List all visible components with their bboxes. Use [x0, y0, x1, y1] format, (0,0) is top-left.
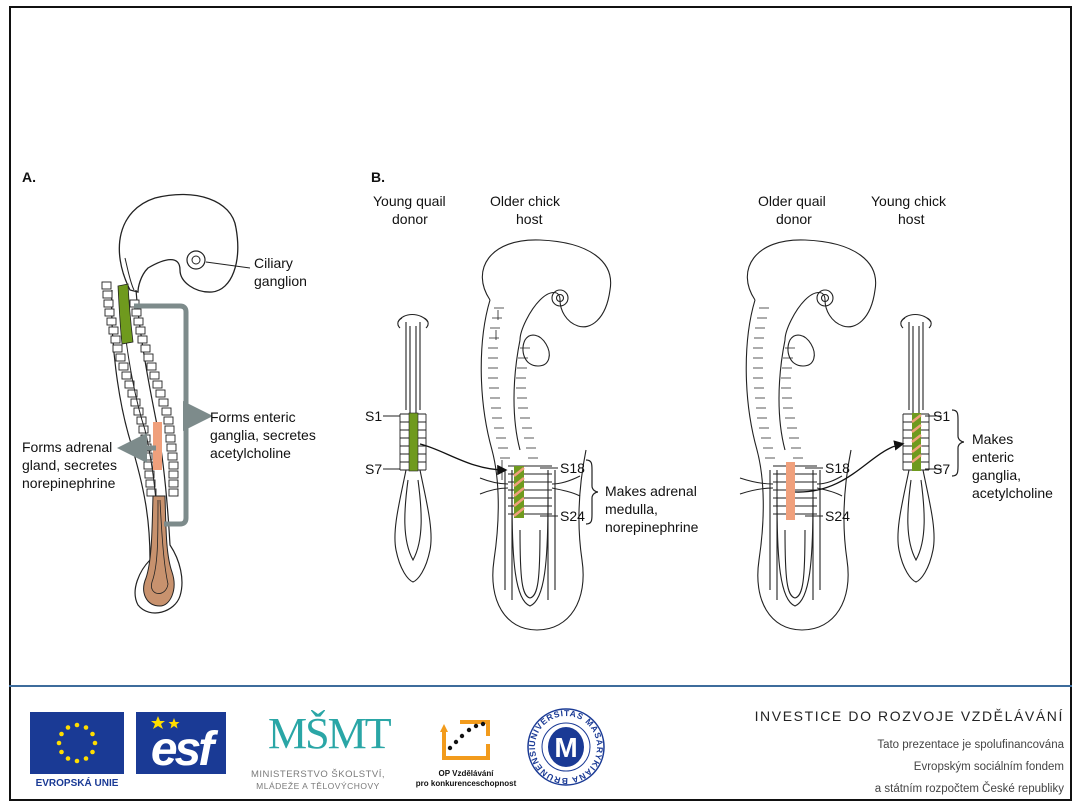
adrenal-label-2: gland, secretes: [22, 457, 117, 473]
panel-a-label: A.: [22, 169, 36, 185]
exp2-donor-label-2: donor: [776, 211, 812, 227]
msmt-logo: MŠMT: [268, 708, 368, 759]
investment-title: INVESTICE DO ROZVOJE VZDĚLÁVÁNÍ: [732, 708, 1064, 724]
exp2-s7-label: S7: [933, 461, 950, 477]
exp1-host-label-1: Older chick: [490, 193, 561, 209]
exp1-result-3: norepinephrine: [605, 519, 699, 535]
enteric-label-2: ganglia, secretes: [210, 427, 316, 443]
enteric-label-3: acetylcholine: [210, 445, 291, 461]
exp2-result-4: acetylcholine: [972, 485, 1053, 501]
exp1-s7-label: S7: [365, 461, 382, 477]
adrenal-label-3: norepinephrine: [22, 475, 116, 491]
cofinancing-line1: Tato prezentace je spolufinancována: [790, 739, 1064, 751]
exp2-host-graft: [912, 413, 921, 471]
panel-a-embryo: [102, 195, 250, 613]
exp2-donor-trunk-graft: [786, 462, 795, 520]
mu-monogram: M: [554, 732, 577, 763]
exp2-s24-label: S24: [825, 508, 850, 524]
exp2-donor-label-1: Older quail: [758, 193, 826, 209]
eu-label: EVROPSKÁ UNIE: [26, 778, 128, 789]
exp1-s24-label: S24: [560, 508, 585, 524]
exp1-s18-label: S18: [560, 460, 585, 476]
exp2-host-label-2: host: [898, 211, 925, 227]
panel-b-label: B.: [371, 169, 385, 185]
exp1-donor-label-2: donor: [392, 211, 428, 227]
exp1-host-graft: [514, 466, 524, 518]
exp2-result-1: Makes: [972, 431, 1013, 447]
exp1-host-label-2: host: [516, 211, 543, 227]
msmt-name-line1: MINISTERSTVO ŠKOLSTVÍ,: [232, 769, 404, 780]
op-label-line2: pro konkurenceschopnost: [414, 779, 518, 788]
enteric-label-1: Forms enteric: [210, 409, 296, 425]
op-label-line1: OP Vzdělávání: [414, 769, 518, 778]
footer-divider: [9, 685, 1072, 687]
exp1-bracket: [586, 460, 598, 524]
esf-logo: esf: [136, 712, 226, 774]
exp1-transfer-arrow: [420, 444, 505, 470]
exp2-s18-label: S18: [825, 460, 850, 476]
eu-flag-logo: [30, 712, 124, 774]
ganglion-label: ganglion: [254, 273, 307, 289]
exp1-older-host-embryo: [480, 240, 611, 630]
ciliary-label: Ciliary: [254, 255, 293, 271]
cofinancing-line3: a státním rozpočtem České republiky: [790, 783, 1064, 795]
esf-label: esf: [136, 722, 226, 777]
msmt-name-line2: MLÁDEŽE A TĚLOVÝCHOVY: [232, 781, 404, 791]
exp2-bracket: [952, 410, 964, 476]
cofinancing-line2: Evropským sociálním fondem: [790, 761, 1064, 773]
exp2-s1-label: S1: [933, 408, 950, 424]
exp1-result-1: Makes adrenal: [605, 483, 697, 499]
exp2-host-label-1: Young chick: [871, 193, 947, 209]
exp1-donor-vagal-graft: [409, 413, 418, 471]
exp2-older-donor-embryo: [740, 240, 876, 630]
exp1-donor-label-1: Young quail: [373, 193, 446, 209]
op-vk-logo: [436, 714, 496, 766]
exp2-result-2: enteric: [972, 449, 1014, 465]
exp1-result-2: medulla,: [605, 501, 658, 517]
exp1-s1-label: S1: [365, 408, 382, 424]
adrenal-label-1: Forms adrenal: [22, 439, 112, 455]
neural-crest-diagram: A.: [0, 0, 1079, 680]
masaryk-university-seal: UNIVERSITAS MASARYKIANA BRUNENSIS M: [526, 707, 606, 787]
exp2-result-3: ganglia,: [972, 467, 1021, 483]
